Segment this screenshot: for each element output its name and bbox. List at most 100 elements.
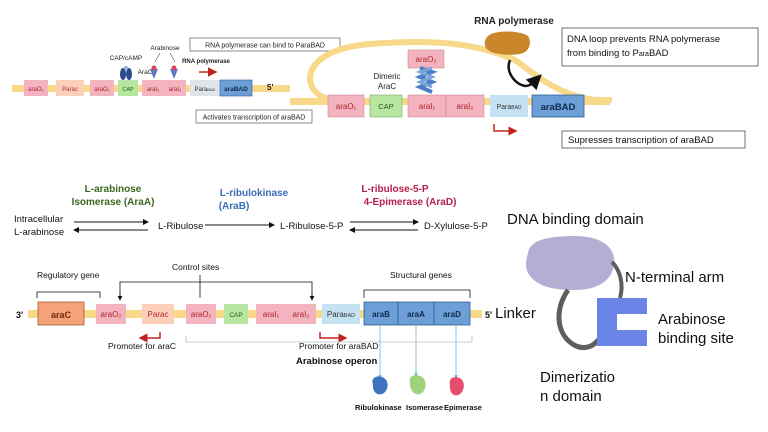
op-gene-cap-label: CAP [229,312,242,319]
op-gene-arac-label: araC [51,310,72,320]
op-gene-parabad-label: ParaBAD [327,310,355,319]
dimerization-line1: Dimerizatio [540,369,615,386]
gene-arai1-label: araI₁ [147,87,159,93]
gene-cap-label: CAP [122,87,134,93]
ribulokinase-protein [372,376,388,395]
gene-cap [118,80,138,96]
note-suppress-box [561,130,746,149]
control-bracket [119,281,313,300]
gene-parac [56,80,84,96]
enzyme1-line1: L-arabinose [85,184,142,195]
op-gene-arac [37,301,85,326]
dimerization-line2: n domain [540,388,602,405]
substrate4: D-Xylulose-5-P [424,221,488,232]
op-gene-arad-label: araD [443,310,461,319]
tr-gene-parabad [490,95,528,117]
note-loop-box [561,27,759,67]
regulatory-gene-label: Regulatory gene [37,270,100,280]
gene-arao1 [90,80,114,96]
arabinose-site-line1: Arabinose [658,311,726,328]
gene-arao1-label: araO₁ [94,87,109,93]
structural-genes-label: Structural genes [390,270,452,280]
gene-arao2 [24,80,48,96]
substrate1-line2: L-arabinose [14,227,64,238]
rna-pol-title: RNA polymerase [474,16,554,27]
isomerase-protein [409,375,426,395]
operon-label: Arabinose operon [296,356,377,367]
op-gene-cap [224,304,248,324]
panel-repression: araO₂ Dimeric AraC araO₁ CAP araI₁ araI₂… [290,16,759,149]
product-ribulokinase: Ribulokinase [355,403,402,412]
tr-gene-arabad-label: araBAD [541,102,576,113]
transcription-arrow [493,124,518,136]
epimerase-protein [449,377,464,396]
op-gene-araa-label: araA [407,310,425,319]
op-gene-arai2-label: araI₂ [293,310,310,319]
arabinose-label: Arabinose [150,45,180,52]
op-gene-arao1-label: araO₁ [191,310,212,319]
gene-arao2-label: araO₂ [28,87,44,93]
blocked-arrow [507,59,542,91]
gene-parabad-label: ParaBAD [195,87,216,93]
enzyme2-line2: (AraB) [219,201,250,212]
dimeric-label-1: Dimeric [373,72,400,81]
enzyme1-line2: Isomerase (AraA) [72,197,155,208]
op-gene-arad [433,301,471,326]
structural-bracket [363,289,471,298]
control-sites-label: Control sites [172,262,219,272]
operon-dna-strand [28,310,482,318]
substrate2: L-Ribulose [158,221,203,232]
arabinose-pointer-1 [154,52,161,63]
op-gene-arao2 [96,304,126,324]
tr-gene-arabad [531,94,585,118]
gene-arabad [219,79,253,97]
gene-parabad [190,80,220,96]
substrate1-line1: Intracellular [14,214,63,225]
gene-arabad-label: araBAD [224,86,248,93]
promoter-arac-label: Promoter for araC [108,341,176,351]
op-gene-arai1 [256,304,286,324]
arac-label: AraC [138,69,153,76]
tr-gene-parabad-label: ParaBAD [496,104,521,111]
cap-camp-label: CAP/cAMP [110,55,143,62]
arabinose-pointer-2 [169,52,176,63]
note-activate: Activates transcription of araBAD [203,115,306,122]
dna-binding-domain-label: DNA binding domain [507,211,644,228]
cap-camp-protein [120,66,132,80]
tr-gene-arai2-label: araI₂ [457,102,474,111]
promoter-arac-arrow [138,332,161,343]
op-gene-arai1-label: araI₁ [263,310,280,319]
n-terminal-arm-label: N-terminal arm [625,269,724,286]
enzyme3-line2: 4-Epimerase (AraD) [364,197,457,208]
arabinose-binding-domain-shape [597,298,647,346]
tr-gene-arai1-label: araI₁ [419,102,436,111]
note-loop-line2: from binding to ParaBAD [567,48,669,59]
enzyme2-line1: L-ribulokinase [220,188,289,199]
op-gene-parac [142,304,174,324]
dimeric-label-2: AraC [378,82,396,91]
operon-bracket [185,336,473,343]
op-gene-arao2-label: araO₂ [101,310,122,319]
arac-protein [150,65,178,79]
panel-activation: araO₂ Parac araO₁ CAP araI₁ araI₂ ParaBA… [12,37,341,124]
note-activate-box [195,109,313,124]
dimeric-arac-protein [414,66,438,94]
tr-gene-arao1 [327,94,365,118]
op-gene-arab-label: araB [372,310,390,319]
dna-binding-domain-shape [526,236,615,290]
rna-polymerase-blob [484,31,530,55]
product-epimerase: Epimerase [444,403,482,412]
promoter-arabad-label: Promoter for araBAD [299,341,378,351]
note-loop-line1: DNA loop prevents RNA polymerase [567,34,720,45]
enzyme3-line1: L-ribulose-5-P [361,184,429,195]
tr-gene-arai2 [445,94,485,118]
linker-shape [556,288,602,351]
arabinose-site-line2: binding site [658,330,734,347]
op-gene-arai2 [286,304,316,324]
regulatory-bracket [36,291,101,298]
tr-gene-arao2-label: araO₂ [416,55,437,64]
operon-map: Regulatory gene Control sites Structural… [16,262,492,412]
product-isomerase: Isomerase [406,403,443,412]
